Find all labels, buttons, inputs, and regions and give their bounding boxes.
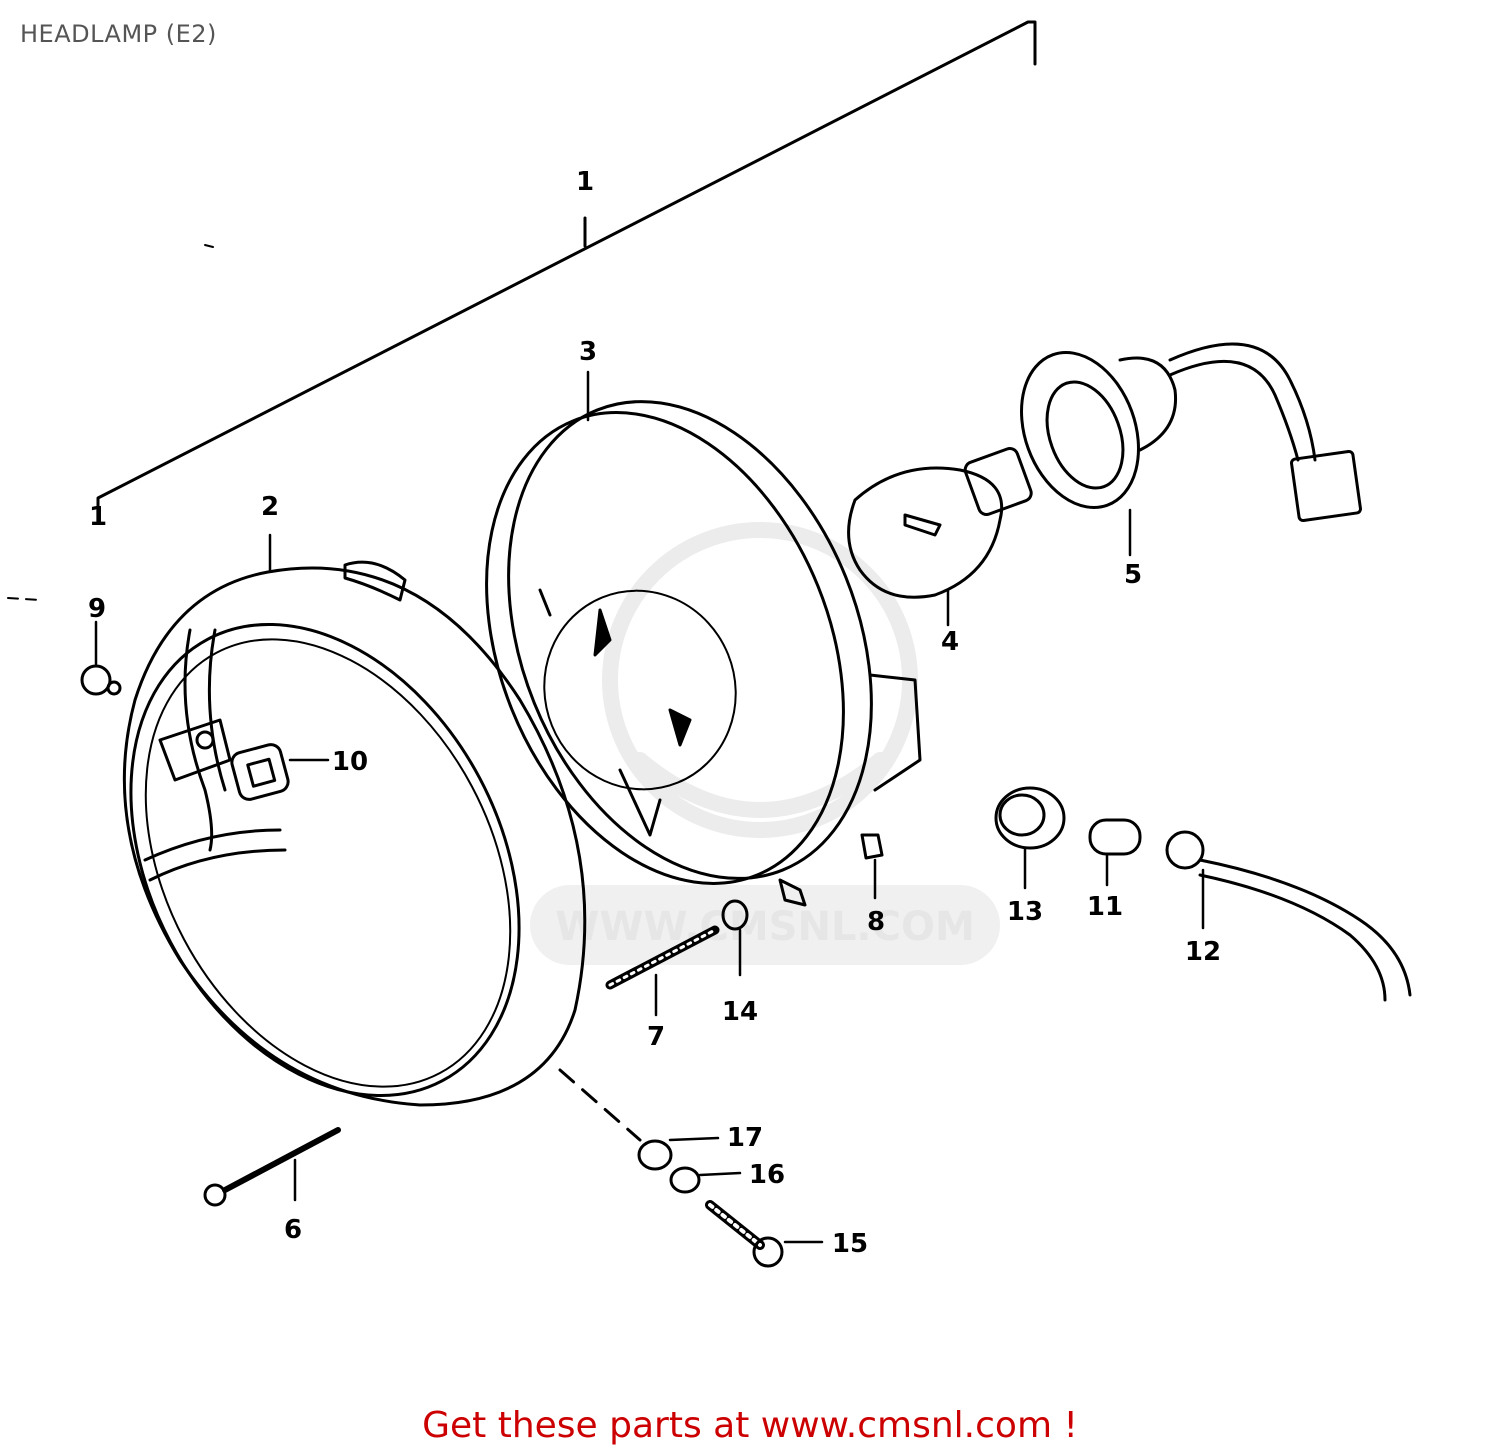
grommet xyxy=(994,786,1066,850)
callout-5: 5 xyxy=(1124,560,1142,590)
callout-3: 3 xyxy=(579,337,597,367)
bulb-socket xyxy=(1020,342,1362,522)
nut-8 xyxy=(860,833,884,860)
callout-11: 11 xyxy=(1087,892,1123,922)
assembly-bracket xyxy=(7,20,1037,601)
callout-10: 10 xyxy=(332,747,368,777)
headlamp-unit xyxy=(485,400,922,907)
page-title: HEADLAMP (E2) xyxy=(20,20,217,48)
callout-labels: 1 1 2 3 4 5 6 7 8 9 10 11 12 13 14 15 16… xyxy=(88,167,1221,1259)
callout-12: 12 xyxy=(1185,937,1221,967)
bulb xyxy=(847,447,1033,599)
callout-15: 15 xyxy=(832,1229,868,1259)
leader-lines xyxy=(94,370,1205,1244)
watermark-text: WWW.CMSNL.COM xyxy=(555,904,975,950)
adjusting-screw-7 xyxy=(605,925,720,990)
screw-9 xyxy=(80,664,122,696)
position-bulb xyxy=(1088,818,1142,856)
callout-17: 17 xyxy=(727,1123,763,1153)
callout-14: 14 xyxy=(722,997,758,1027)
callout-4: 4 xyxy=(941,627,959,657)
callout-2: 2 xyxy=(261,492,279,522)
callout-6: 6 xyxy=(284,1215,302,1245)
callout-9: 9 xyxy=(88,594,106,624)
headlamp-housing xyxy=(122,560,587,1107)
watermark: WWW.CMSNL.COM xyxy=(530,522,1000,965)
callout-13: 13 xyxy=(1007,897,1043,927)
position-socket xyxy=(1165,830,1412,1002)
callout-7: 7 xyxy=(647,1022,665,1052)
callout-16: 16 xyxy=(749,1160,785,1190)
adjuster-bracket xyxy=(230,743,290,801)
nut-14 xyxy=(721,899,749,931)
footer-link[interactable]: Get these parts at www.cmsnl.com ! xyxy=(422,1405,1078,1446)
callout-8: 8 xyxy=(867,907,885,937)
footer-banner: Get these parts at www.cmsnl.com ! xyxy=(0,1405,1500,1446)
callout-1-bracket: 1 xyxy=(89,502,107,532)
bolt-6 xyxy=(203,1127,341,1207)
callout-1: 1 xyxy=(576,167,594,197)
mounting-hardware xyxy=(558,1068,784,1268)
